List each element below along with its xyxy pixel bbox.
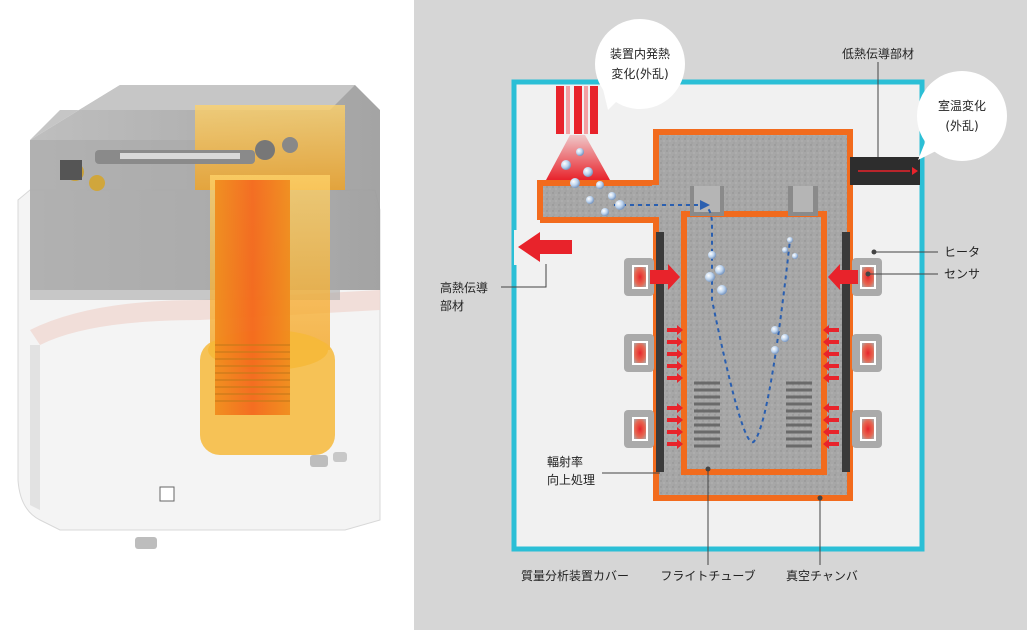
chamber-inlet	[540, 183, 656, 220]
heater-left-mid	[624, 334, 654, 372]
heater-right-top	[828, 258, 882, 296]
internal-heat-label-2: 変化(外乱)	[611, 66, 668, 81]
reflectron-right	[786, 381, 812, 448]
radiation-label-2: 向上処理	[547, 472, 595, 487]
internal-heat-label-1: 装置内発熱	[610, 47, 670, 61]
vacuum-chamber-label: 真空チャンバ	[786, 569, 858, 583]
radiation-label-1: 輻射率	[547, 454, 583, 469]
high-conductive-label-1: 高熱伝導	[440, 280, 488, 295]
bubble-room-temp: 室温変化 (外乱)	[917, 71, 1007, 161]
radiation-arrows-right	[823, 325, 839, 449]
heater-right-bot	[852, 410, 882, 448]
detector-port	[788, 186, 818, 216]
schematic-diagram: 装置内発熱 変化(外乱) 室温変化 (外乱) 低熱伝導部材 ヒータ センサ 高熱…	[414, 0, 1027, 630]
instrument-illustration	[17, 85, 381, 549]
high-conductive-arrow	[514, 230, 574, 265]
callout-lines	[501, 62, 938, 565]
ions	[561, 148, 798, 354]
high-conductive-label-2: 部材	[440, 298, 464, 313]
flight-tube	[681, 211, 827, 475]
sensor-label: センサ	[944, 267, 980, 281]
ion-trajectory	[614, 204, 791, 444]
heater-right-mid	[852, 334, 882, 372]
radiation-coating-left	[656, 232, 664, 472]
flight-tube-label: フライトチューブ	[660, 568, 755, 583]
low-conductive-label: 低熱伝導部材	[842, 46, 914, 61]
room-temp-label-2: (外乱)	[945, 119, 978, 133]
room-temp-label-1: 室温変化	[938, 98, 986, 113]
heater-left-top	[624, 258, 680, 296]
radiation-arrows-left	[667, 325, 683, 449]
internal-heat-source	[546, 86, 610, 180]
cover-label: 質量分析装置カバー	[521, 568, 629, 583]
heater-left-bot	[624, 410, 654, 448]
bubble-internal-heat: 装置内発熱 変化(外乱)	[595, 19, 685, 110]
ion-source-port	[690, 186, 724, 216]
reflectron-left	[694, 381, 720, 448]
heater-label: ヒータ	[944, 245, 980, 259]
low-conductive-member	[850, 157, 920, 185]
radiation-coating-right	[842, 232, 850, 472]
